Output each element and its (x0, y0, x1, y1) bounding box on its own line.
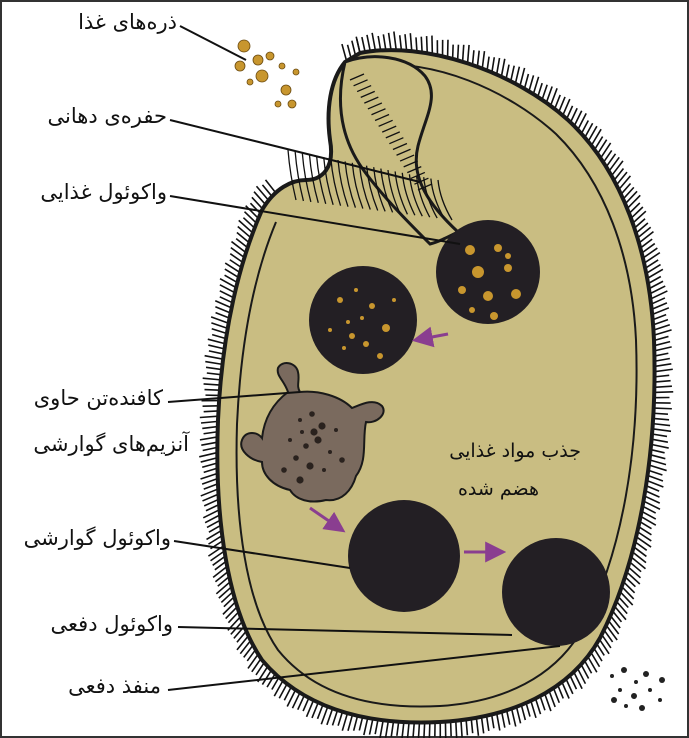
label-oral-groove: حفره‌ی دهانی (48, 106, 167, 127)
label-digestive-vacuole: واکوئول گوارشی (24, 528, 171, 549)
food-particles (235, 40, 299, 108)
label-lysosome-line2: آنزیم‌های گوارشی (33, 434, 189, 455)
label-absorption-line2: هضم شده (458, 480, 539, 499)
label-food-particles: ذره‌های غذا (78, 12, 177, 33)
label-food-vacuole: واکوئول غذایی (40, 182, 167, 203)
digestive-vacuole (348, 500, 460, 612)
label-anal-pore: منفذ دفعی (68, 676, 161, 697)
label-lysosome-line1: کافنده‌تن حاوی (34, 388, 163, 409)
food-vacuole (436, 220, 540, 324)
food-vacuole-older (309, 266, 417, 374)
expelled-waste-particles (610, 667, 665, 711)
label-absorption-line1: جذب مواد غذایی (449, 442, 581, 461)
excretory-vacuole (502, 538, 610, 646)
label-excretory-vacuole: واکوئول دفعی (51, 614, 173, 635)
leader-food-particles (180, 26, 246, 60)
